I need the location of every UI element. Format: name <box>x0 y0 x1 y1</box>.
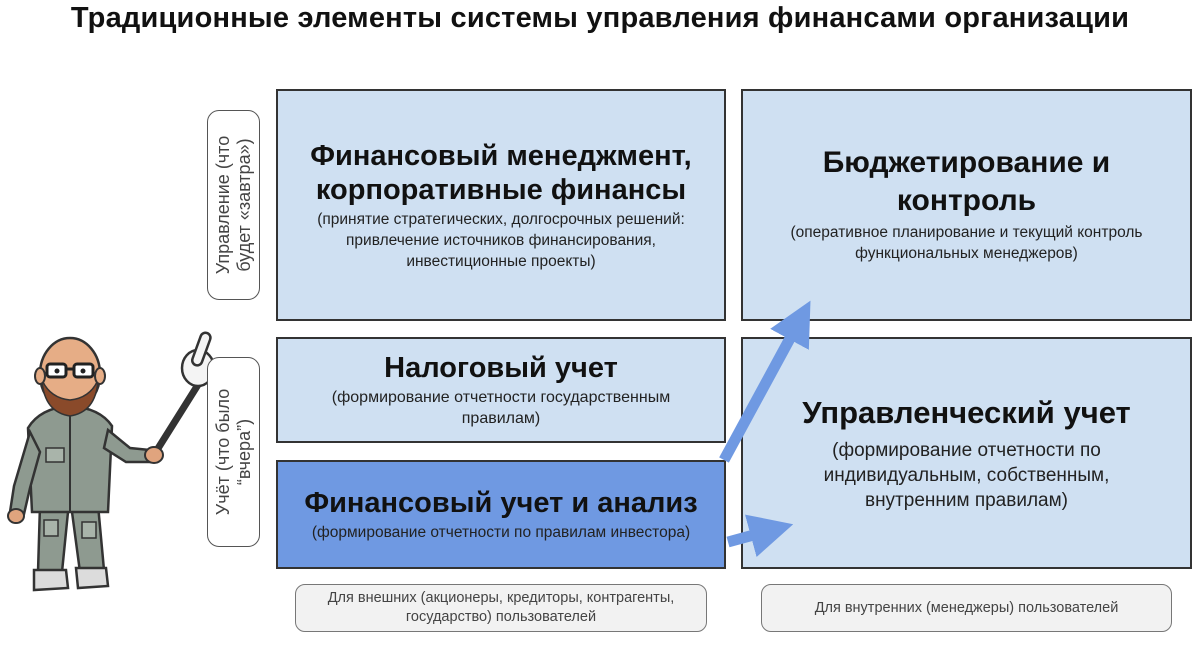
internal-users-label: Для внутренних (менеджеры) пользователей <box>761 584 1172 632</box>
financial-management-heading: Финансовый менеджмент, корпоративные фин… <box>310 139 692 206</box>
financial-management-box: Финансовый менеджмент, корпоративные фин… <box>276 89 726 321</box>
budgeting-heading: Бюджетирование и контроль <box>822 146 1111 217</box>
management-accounting-box: Управленческий учет (формирование отчетн… <box>741 337 1192 569</box>
management-accounting-description: (формирование отчетности по индивидуальн… <box>823 439 1110 511</box>
tax-accounting-box: Налоговый учет (формирование отчетности … <box>276 337 726 443</box>
diagram-title: Традиционные элементы системы управления… <box>70 2 1130 34</box>
accounting-row-label: Учёт (что было “вчера”) <box>207 357 260 547</box>
management-accounting-heading: Управленческий учет <box>802 394 1131 430</box>
financial-accounting-heading: Финансовый учет и анализ <box>304 487 698 519</box>
financial-management-description: (принятие стратегических, долгосрочных р… <box>317 210 685 270</box>
arrow-right <box>726 514 794 558</box>
financial-accounting-box: Финансовый учет и анализ (формирование о… <box>276 460 726 569</box>
arrow-up-right <box>719 300 811 463</box>
financial-accounting-description: (формирование отчетности по правилам инв… <box>311 524 691 541</box>
budgeting-box: Бюджетирование и контроль (оперативное п… <box>741 89 1192 321</box>
tax-accounting-heading: Налоговый учет <box>384 352 618 384</box>
budgeting-description: (оперативное планирование и текущий конт… <box>790 224 1143 262</box>
presenter-avatar-illustration <box>7 331 216 592</box>
external-users-label: Для внешних (акционеры, кредиторы, контр… <box>295 584 707 632</box>
tax-accounting-description: (формирование отчетности государственным… <box>331 389 671 427</box>
management-row-label: Управление (что будет «завтра») <box>207 110 260 300</box>
